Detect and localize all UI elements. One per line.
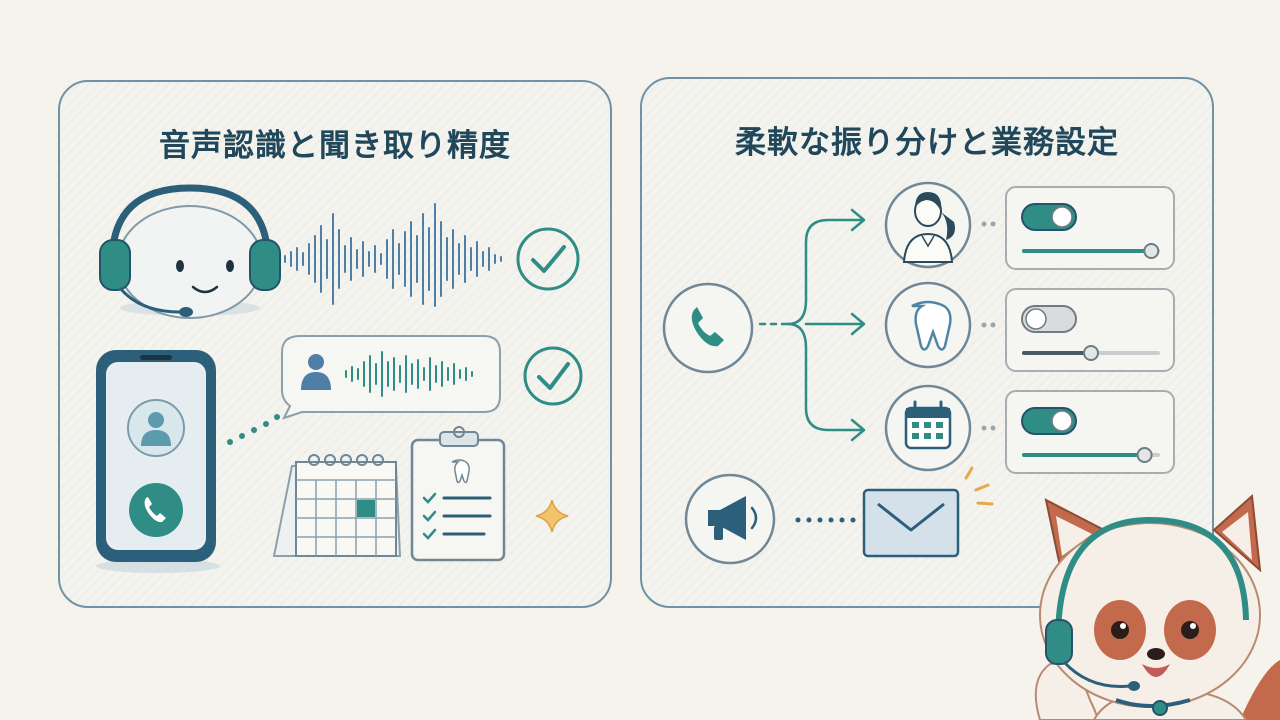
toggle-knob (1051, 206, 1073, 228)
check-icon (523, 346, 583, 406)
speech-bubble (281, 335, 501, 420)
slider-handle[interactable] (1136, 447, 1153, 463)
megaphone-icon (684, 473, 776, 565)
toggle-layer (1021, 203, 1160, 463)
schedule-calendar-icon (884, 384, 972, 472)
toggle-knob (1051, 410, 1073, 432)
right-panel-title: 柔軟な振り分けと業務設定 (735, 125, 1119, 161)
voice-waveform-icon (284, 203, 502, 307)
toggle-knob (1025, 308, 1047, 330)
voice-waveform-icon (345, 351, 473, 397)
envelope-icon (862, 466, 994, 558)
dotted-link (227, 414, 280, 445)
routing-arrows (758, 208, 866, 442)
staff-avatar-icon (884, 181, 972, 269)
dotted-link (795, 517, 856, 523)
red-panda-mascot (1034, 493, 1280, 720)
sparkle-icon (535, 499, 569, 533)
check-icon (516, 227, 580, 291)
slider-handle[interactable] (1083, 345, 1099, 361)
calendar-icon (272, 454, 402, 557)
slider-handle[interactable] (1143, 243, 1160, 259)
left-panel-title: 音声認識と聞き取り精度 (159, 128, 511, 164)
smartphone-icon (96, 350, 220, 573)
dotted-link (981, 221, 996, 431)
clipboard-checklist-icon (410, 426, 506, 562)
incoming-call-icon (662, 282, 754, 374)
tooth-icon (884, 281, 972, 369)
headset-robot-icon (99, 184, 281, 319)
